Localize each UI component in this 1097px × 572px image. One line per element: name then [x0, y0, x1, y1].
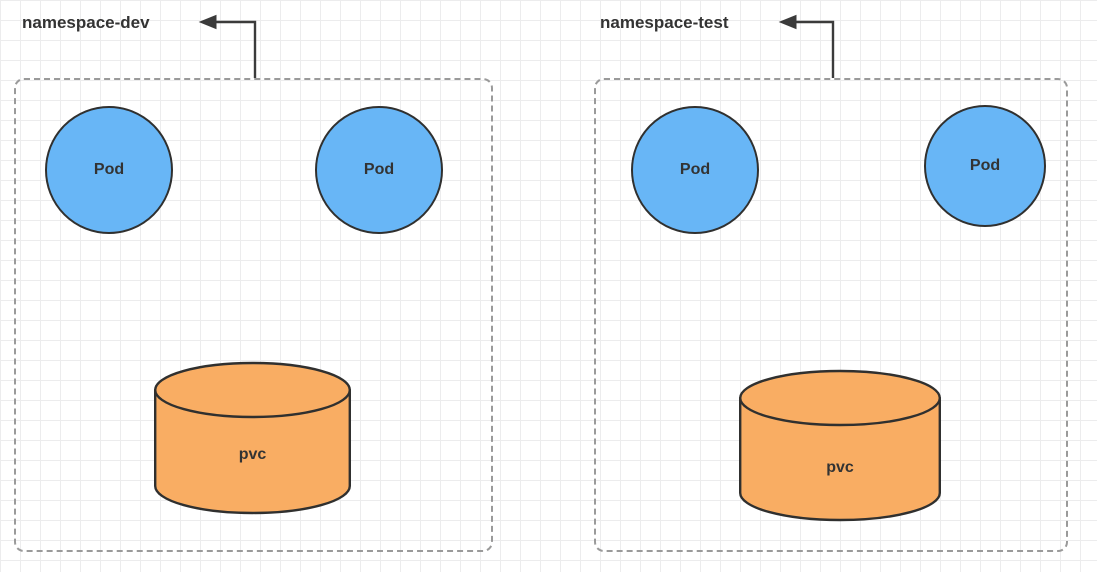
callout-arrow-test-icon: [778, 14, 835, 78]
pod-label: Pod: [679, 161, 711, 178]
namespace-group-dev[interactable]: [14, 78, 493, 552]
pvc-label: pvc: [238, 446, 267, 463]
namespace-label-dev: namespace-dev: [22, 13, 150, 32]
pod-label: Pod: [93, 161, 125, 178]
pod-label: Pod: [969, 157, 1001, 174]
pvc-dev[interactable]: pvc: [153, 361, 352, 515]
callout-arrow-dev-icon: [198, 14, 257, 78]
pod-dev-1[interactable]: Pod: [45, 106, 173, 234]
pod-dev-2[interactable]: Pod: [315, 106, 443, 234]
pvc-label: pvc: [826, 459, 854, 476]
pod-test-1[interactable]: Pod: [631, 106, 759, 234]
pvc-test[interactable]: pvc: [738, 369, 942, 522]
pod-test-2[interactable]: Pod: [924, 105, 1046, 227]
pod-label: Pod: [363, 161, 395, 178]
namespace-label-test: namespace-test: [600, 13, 729, 32]
namespace-group-test[interactable]: [594, 78, 1068, 552]
